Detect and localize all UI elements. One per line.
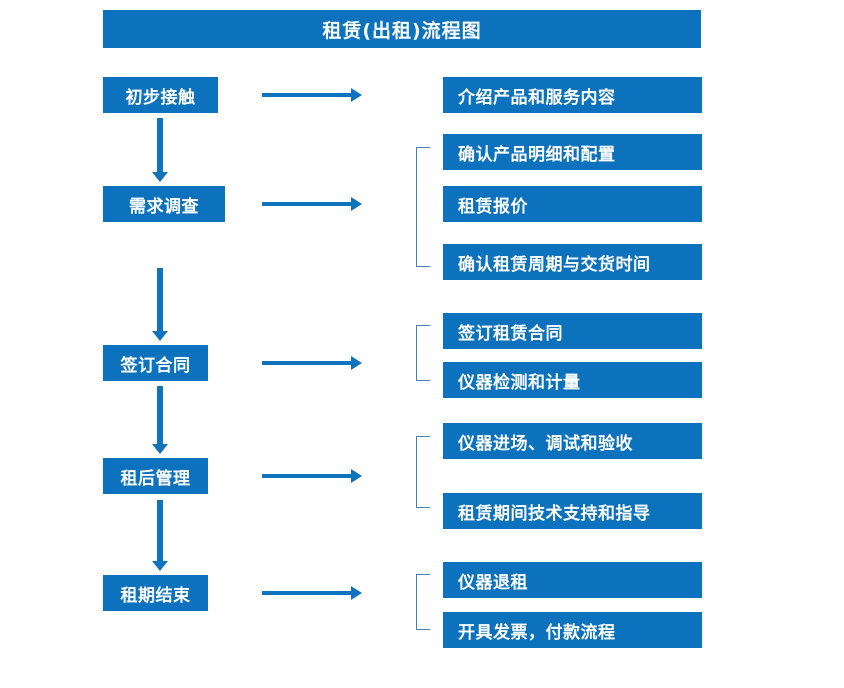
- arrow-post-lease-to-details: [262, 469, 362, 483]
- detail-box-introduce-products[interactable]: 介绍产品和服务内容: [443, 77, 702, 113]
- arrow-sign-contract-to-details: [262, 356, 362, 370]
- detail-box-instrument-return[interactable]: 仪器退租: [443, 562, 702, 598]
- arrow-needs-survey-to-sign-contract: [152, 268, 168, 341]
- arrow-sign-contract-to-post-lease: [152, 386, 168, 454]
- stage-box-post-lease-management[interactable]: 租后管理: [103, 458, 208, 494]
- diagram-title: 租赁(出租)流程图: [103, 10, 701, 48]
- bracket-needs-survey-group: [416, 147, 430, 267]
- stage-box-initial-contact[interactable]: 初步接触: [103, 77, 218, 113]
- detail-box-technical-support[interactable]: 租赁期间技术支持和指导: [443, 493, 702, 529]
- bracket-lease-end-group: [416, 574, 430, 630]
- bracket-sign-contract-group: [416, 325, 430, 381]
- detail-box-confirm-product-details[interactable]: 确认产品明细和配置: [443, 134, 702, 170]
- detail-box-instrument-inspection[interactable]: 仪器检测和计量: [443, 362, 702, 398]
- detail-box-confirm-lease-period[interactable]: 确认租赁周期与交货时间: [443, 244, 702, 280]
- stage-box-sign-contract[interactable]: 签订合同: [103, 345, 208, 381]
- bracket-post-lease-group: [416, 436, 430, 508]
- detail-box-invoice-payment[interactable]: 开具发票，付款流程: [443, 612, 702, 648]
- arrow-post-lease-to-lease-end: [152, 500, 168, 571]
- stage-box-lease-end[interactable]: 租期结束: [103, 575, 208, 611]
- arrow-initial-contact-to-needs-survey: [152, 118, 168, 182]
- stage-box-needs-survey[interactable]: 需求调查: [103, 186, 225, 222]
- detail-box-rental-quotation[interactable]: 租赁报价: [443, 186, 702, 222]
- detail-box-instrument-entry-commissioning[interactable]: 仪器进场、调试和验收: [443, 423, 702, 459]
- detail-box-sign-lease-agreement[interactable]: 签订租赁合同: [443, 313, 702, 349]
- arrow-initial-contact-to-details: [262, 88, 362, 102]
- arrow-needs-survey-to-details: [262, 197, 362, 211]
- arrow-lease-end-to-details: [262, 586, 362, 600]
